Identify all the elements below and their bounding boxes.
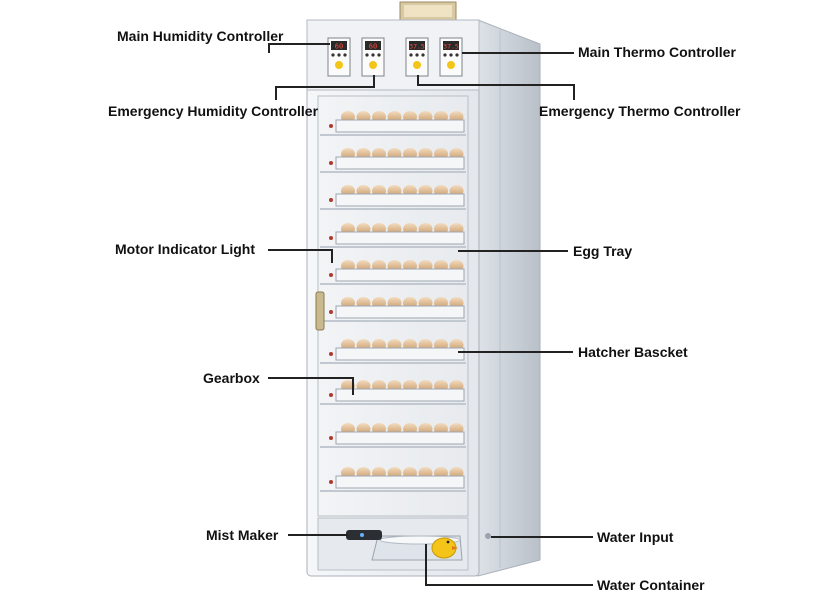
egg-tray <box>320 223 466 248</box>
motor-indicator-light <box>329 480 333 484</box>
leader-line <box>417 84 574 86</box>
leader-line <box>491 536 593 538</box>
display-readout: 60 <box>335 43 343 51</box>
leader-line <box>417 75 419 85</box>
tray-frame <box>335 268 465 282</box>
egg-tray <box>320 148 466 173</box>
display-readout: 37.5 <box>409 43 425 51</box>
leader-line <box>268 43 270 53</box>
motor-indicator-light <box>329 310 333 314</box>
display-readout: 60 <box>369 43 377 51</box>
display-readout: 37.5 <box>443 43 459 51</box>
main-humidity-controller[interactable]: 60 <box>327 37 351 77</box>
nameplate <box>399 1 457 21</box>
motor-indicator-light <box>329 198 333 202</box>
tray-frame <box>335 431 465 445</box>
leader-line <box>462 52 574 54</box>
chick-icon <box>431 537 458 559</box>
motor-indicator-light <box>329 236 333 240</box>
egg-tray <box>320 260 466 285</box>
leader-line <box>268 249 332 251</box>
tray-frame <box>335 475 465 489</box>
label-emergency-humidity: Emergency Humidity Controller <box>108 103 319 119</box>
egg-tray <box>320 111 466 136</box>
label-main-humidity: Main Humidity Controller <box>117 28 284 44</box>
motor-indicator-light <box>329 393 333 397</box>
leader-line <box>573 84 575 100</box>
leader-line <box>275 86 277 100</box>
label-water-input: Water Input <box>597 529 674 545</box>
emergency-thermo-controller[interactable]: 37.5 <box>405 37 429 77</box>
leader-line <box>331 249 333 263</box>
chick-icon <box>413 61 421 69</box>
emergency-humidity-controller[interactable]: 60 <box>361 37 385 77</box>
label-water-container: Water Container <box>597 577 705 593</box>
tray-frame <box>335 388 465 402</box>
tray-frame <box>335 119 465 133</box>
motor-indicator-light <box>329 161 333 165</box>
motor-indicator-light <box>329 436 333 440</box>
tray-frame <box>335 305 465 319</box>
leader-line <box>425 584 593 586</box>
door-handle-icon[interactable] <box>315 291 325 331</box>
leader-line <box>288 534 348 536</box>
egg-tray <box>320 380 466 405</box>
leader-line <box>275 86 375 88</box>
leader-line <box>425 544 427 585</box>
egg-tray <box>320 423 466 448</box>
label-egg-tray: Egg Tray <box>573 243 633 259</box>
tray-frame <box>335 193 465 207</box>
tray-frame <box>335 347 465 361</box>
label-hatcher-basket: Hatcher Bascket <box>578 344 688 360</box>
egg-tray <box>320 297 466 322</box>
leader-line <box>268 377 354 379</box>
leader-line <box>458 351 573 353</box>
leader-line <box>373 75 375 87</box>
egg-tray <box>320 185 466 210</box>
chick-icon <box>447 61 455 69</box>
main-thermo-controller[interactable]: 37.5 <box>439 37 463 77</box>
motor-indicator-light <box>329 352 333 356</box>
label-emergency-thermo: Emergency Thermo Controller <box>539 103 741 119</box>
leader-line <box>458 250 568 252</box>
cabinet-side <box>477 19 541 577</box>
label-motor-light: Motor Indicator Light <box>115 241 255 257</box>
water-input-port <box>485 533 491 539</box>
label-gearbox: Gearbox <box>203 370 260 386</box>
leader-line <box>268 43 330 45</box>
hatcher-basket <box>320 339 466 364</box>
label-main-thermo: Main Thermo Controller <box>578 44 736 60</box>
tray-frame <box>335 156 465 170</box>
controller-panel: 60 60 37.5 37.5 <box>327 37 463 77</box>
chick-icon <box>335 61 343 69</box>
mist-maker-icon <box>346 530 382 540</box>
motor-indicator-lights <box>329 124 333 484</box>
label-mist-maker: Mist Maker <box>206 527 279 543</box>
motor-indicator-light <box>329 273 333 277</box>
tray-frame <box>335 231 465 245</box>
egg-tray <box>320 467 466 492</box>
egg-trays <box>320 111 466 492</box>
motor-indicator-light <box>329 124 333 128</box>
leader-line <box>352 377 354 395</box>
chick-icon <box>369 61 377 69</box>
